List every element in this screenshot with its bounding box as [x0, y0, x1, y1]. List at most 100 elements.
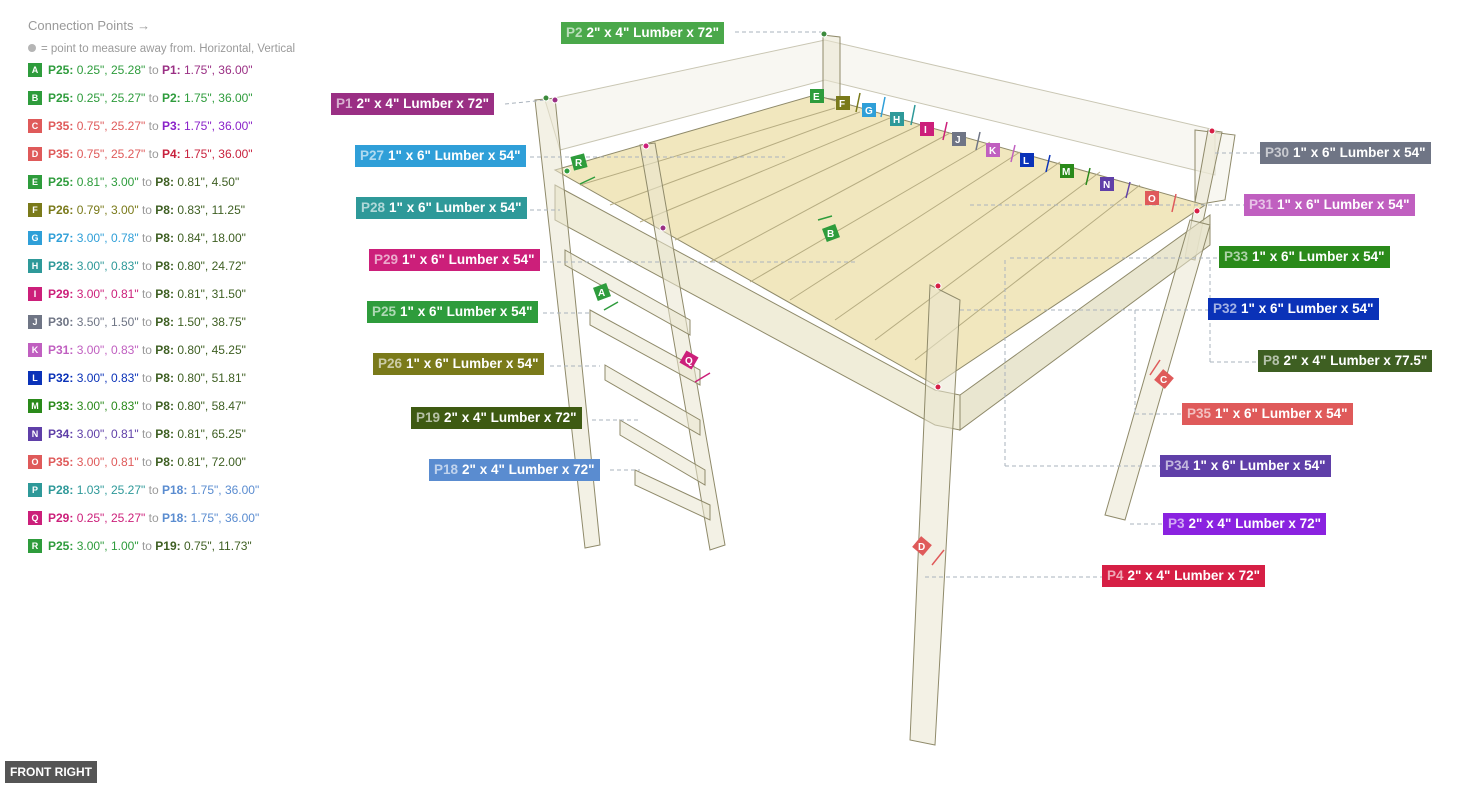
- target-part: P18:: [161, 511, 188, 525]
- marker-E: E: [810, 89, 824, 103]
- target-part: P19:: [155, 539, 181, 553]
- from-value: 3.00", 0.83": [73, 343, 139, 357]
- connection-markers: A B C D E F G H I J K L M N O Q R: [570, 89, 1174, 556]
- svg-text:E: E: [813, 92, 820, 103]
- target-part: P8:: [155, 259, 174, 273]
- part-description: 2" x 4" Lumber x 72": [444, 410, 577, 425]
- target-value: 0.84", 18.00": [173, 231, 246, 245]
- view-label[interactable]: FRONT RIGHT: [5, 761, 97, 783]
- target-value: 0.80", 24.72": [173, 259, 246, 273]
- from-part: P32:: [48, 371, 74, 385]
- connection-points-legend: Connection Points → = point to measure a…: [28, 16, 328, 564]
- target-part: P2:: [161, 91, 181, 105]
- svg-text:H: H: [893, 115, 900, 126]
- connection-badge: K: [28, 343, 42, 357]
- from-value: 0.79", 3.00": [73, 203, 139, 217]
- legend-note-text: = point to measure away from. Horizontal…: [41, 43, 296, 55]
- part-id: P3: [1168, 516, 1185, 531]
- legend-note: = point to measure away from. Horizontal…: [28, 38, 328, 60]
- target-value: 1.75", 36.00": [180, 91, 253, 105]
- from-value: 0.25", 25.27": [73, 91, 146, 105]
- part-id: P30: [1265, 145, 1290, 160]
- part-id: P31: [1249, 197, 1274, 212]
- from-value: 1.03", 25.27": [73, 483, 146, 497]
- marker-J: J: [952, 132, 966, 146]
- target-part: P1:: [161, 63, 181, 77]
- part-id: P26: [378, 356, 403, 371]
- part-description: 1" x 6" Lumber x 54": [1277, 197, 1410, 212]
- target-value: 1.75", 36.00": [180, 63, 253, 77]
- target-part: P8:: [155, 287, 174, 301]
- svg-text:K: K: [989, 146, 997, 157]
- from-value: 3.00", 0.83": [73, 399, 139, 413]
- from-value: 3.50", 1.50": [73, 315, 139, 329]
- to-word: to: [148, 91, 159, 105]
- target-part: P8:: [155, 315, 174, 329]
- part-id: P25: [372, 304, 397, 319]
- to-word: to: [141, 399, 152, 413]
- marker-O: O: [1145, 191, 1159, 205]
- from-value: 0.25", 25.27": [73, 511, 146, 525]
- marker-arrows: [579, 92, 1177, 566]
- from-part: P28:: [48, 483, 74, 497]
- to-word: to: [148, 119, 159, 133]
- part-description: 1" x 6" Lumber x 54": [1193, 458, 1326, 473]
- connection-badge: I: [28, 287, 42, 301]
- to-word: to: [148, 511, 159, 525]
- part-description: 1" x 6" Lumber x 54": [389, 200, 522, 215]
- part-id: P8: [1263, 353, 1280, 368]
- from-part: P25:: [48, 63, 74, 77]
- legend-title: Connection Points →: [28, 18, 151, 33]
- svg-text:J: J: [955, 135, 961, 146]
- target-value: 0.80", 51.81": [173, 371, 246, 385]
- target-value: 1.75", 36.00": [187, 511, 260, 525]
- connection-badge: F: [28, 203, 42, 217]
- from-value: 0.75", 25.27": [73, 147, 146, 161]
- part-id: P1: [336, 96, 353, 111]
- from-value: 3.00", 0.83": [73, 371, 139, 385]
- connection-badge: A: [28, 63, 42, 77]
- marker-B: B: [822, 224, 840, 242]
- svg-text:O: O: [1148, 194, 1156, 205]
- from-part: P34:: [48, 427, 74, 441]
- from-part: P29:: [48, 511, 74, 525]
- to-word: to: [141, 427, 152, 441]
- to-word: to: [141, 287, 152, 301]
- from-value: 0.81", 3.00": [73, 175, 139, 189]
- connection-dots: [542, 30, 1216, 391]
- to-word: to: [141, 203, 152, 217]
- from-value: 3.00", 0.81": [73, 287, 139, 301]
- target-part: P8:: [155, 203, 174, 217]
- part-id: P32: [1213, 301, 1238, 316]
- from-part: P35:: [48, 147, 74, 161]
- measure-point-icon: [28, 44, 36, 52]
- svg-text:B: B: [827, 229, 834, 240]
